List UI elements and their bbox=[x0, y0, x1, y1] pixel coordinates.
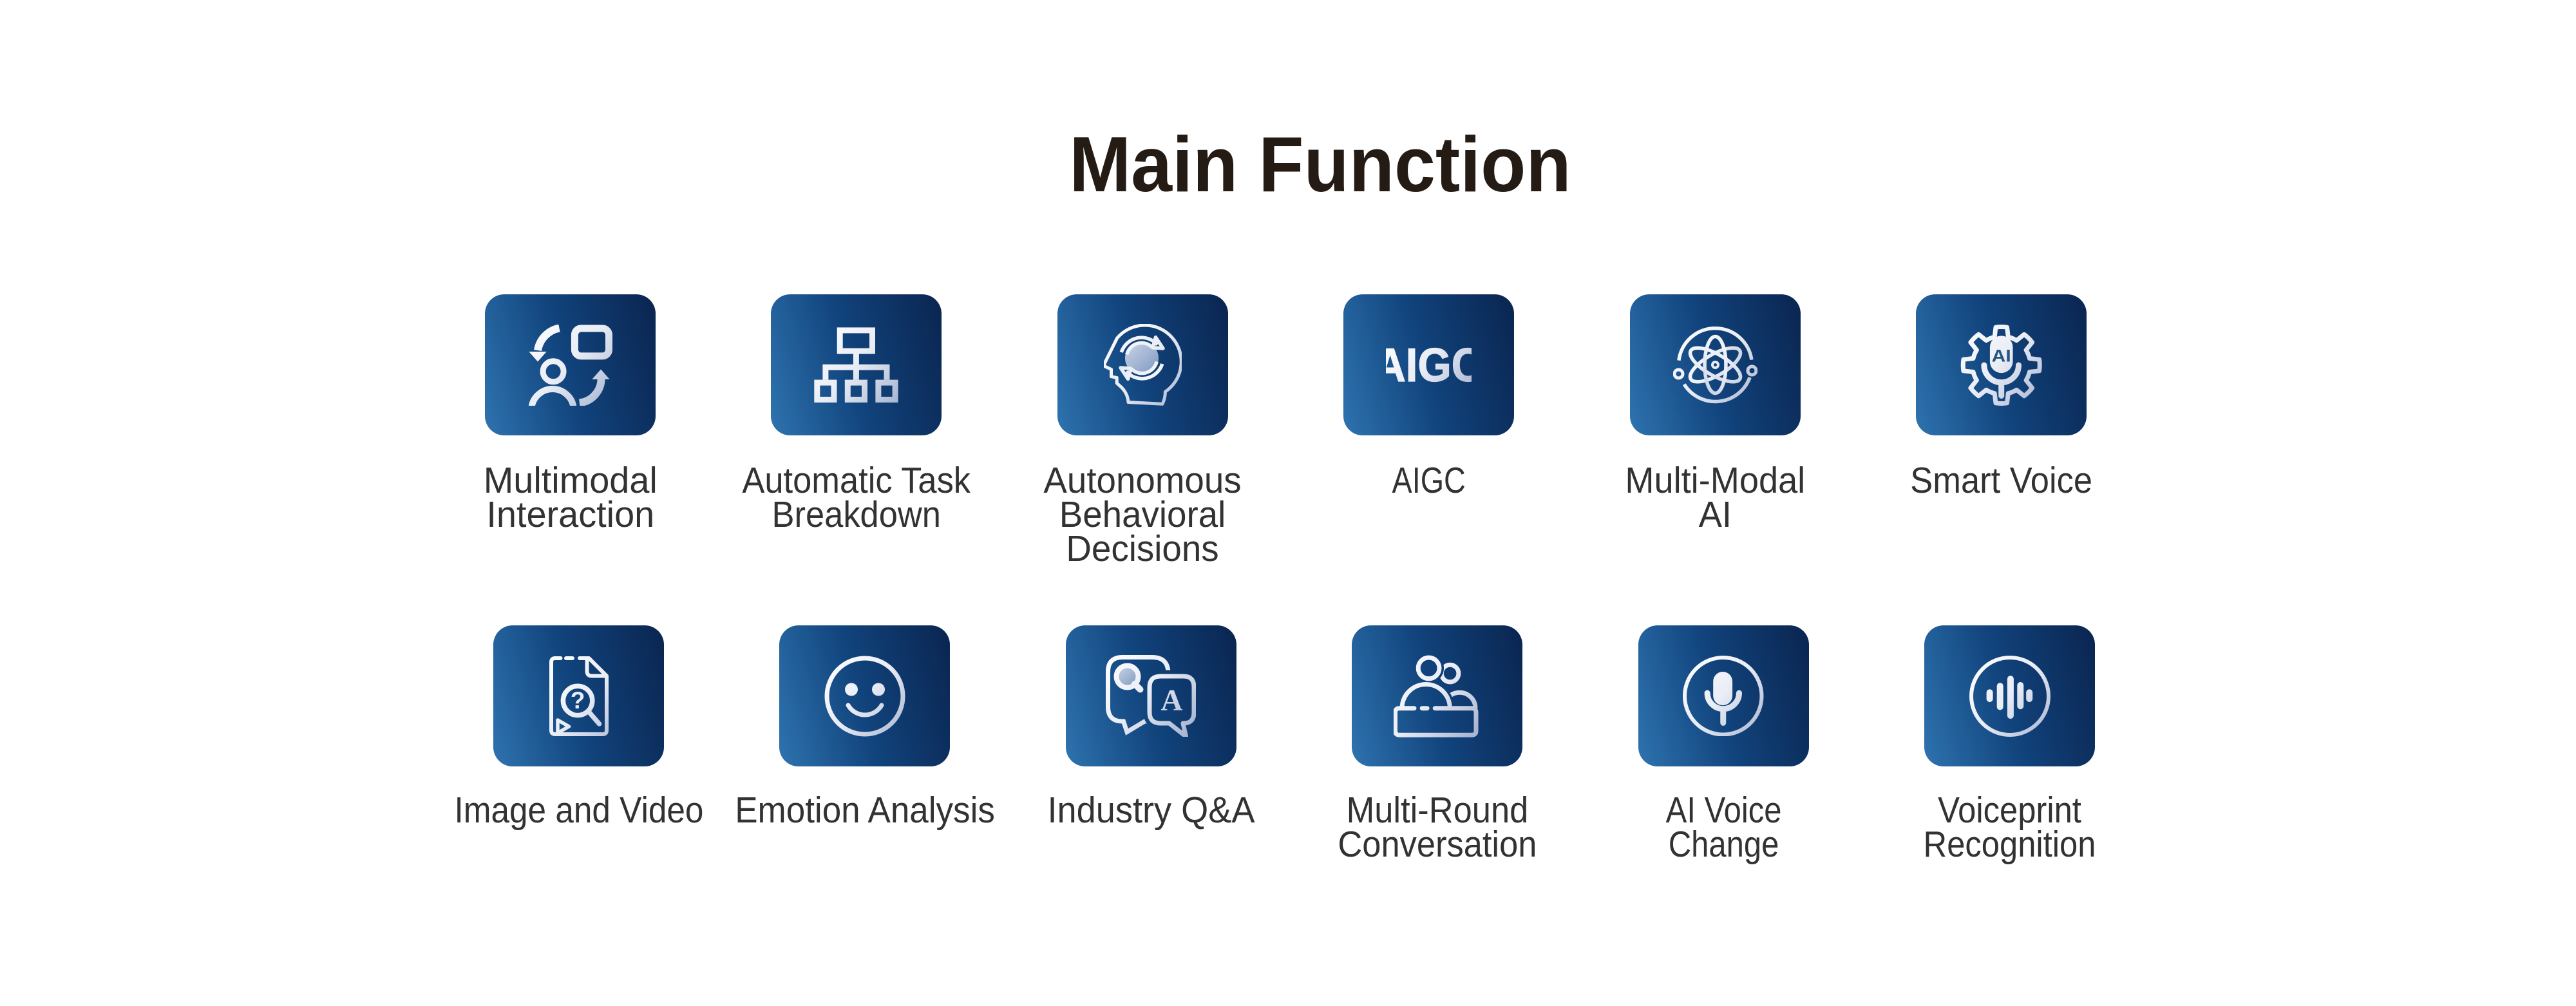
svg-text:AIGC: AIGC bbox=[1386, 339, 1472, 391]
svg-text:AI: AI bbox=[1991, 346, 2011, 365]
svg-text:?: ? bbox=[570, 687, 585, 714]
svg-text:A: A bbox=[1161, 684, 1183, 717]
